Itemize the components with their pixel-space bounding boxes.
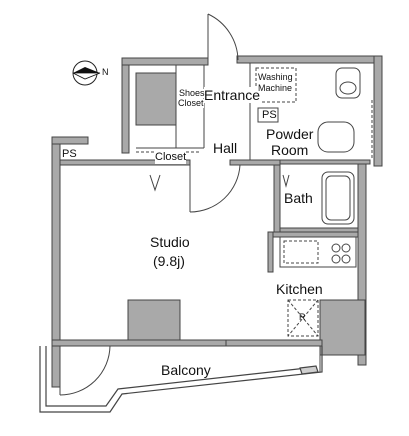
refrigerator-label: R: [299, 312, 306, 322]
closet-label: Closet: [155, 151, 187, 164]
shoes-closet-label-line2: Closet: [178, 98, 204, 109]
exterior-walls: [51, 55, 383, 388]
north-arrow-icon: [72, 60, 101, 86]
balcony-outline: [39, 346, 323, 413]
studio-size: (9.8j): [153, 253, 185, 269]
powder-room-label-line1: Powder: [266, 126, 314, 142]
door-swings: [59, 13, 321, 396]
hall-label: Hall: [213, 140, 238, 156]
kitchen-label: Kitchen: [276, 281, 323, 297]
powder-room-label-line2: Room: [271, 142, 309, 158]
ps-right-label: PS: [262, 109, 277, 121]
shoes-closet-label-line1: Shoes: [179, 88, 205, 99]
interior-lines: [136, 63, 373, 347]
compass-letter: N: [102, 67, 109, 77]
entrance-label: Entrance: [204, 87, 261, 104]
balcony-label: Balcony: [161, 362, 211, 378]
studio-label: Studio: [150, 234, 190, 250]
ps-left-label: PS: [62, 148, 77, 160]
washing-machine-label-line1: Washing: [258, 72, 293, 83]
washing-machine-label-line2: Machine: [258, 83, 293, 94]
bath-label: Bath: [284, 190, 313, 206]
